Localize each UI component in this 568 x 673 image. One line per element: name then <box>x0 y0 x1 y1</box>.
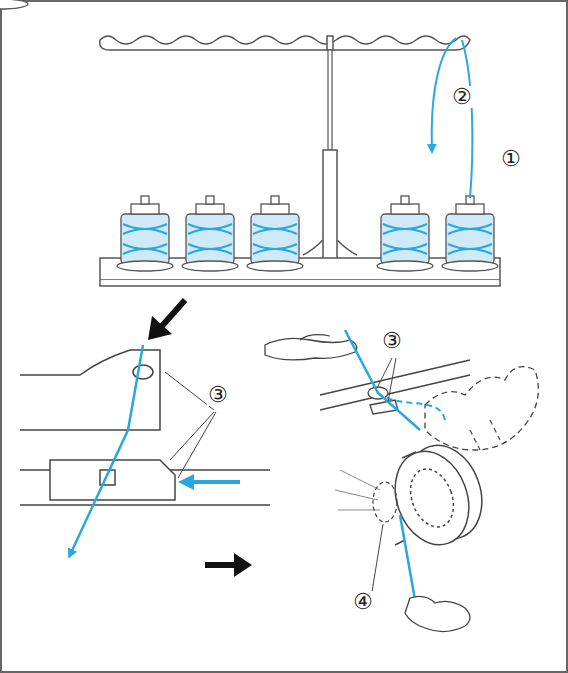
callout-number: ③ <box>207 384 229 406</box>
callout-number: ② <box>451 86 473 108</box>
callout-number: ① <box>500 148 522 170</box>
callout-number: ④ <box>352 591 374 613</box>
callout-number: ③ <box>381 330 403 352</box>
